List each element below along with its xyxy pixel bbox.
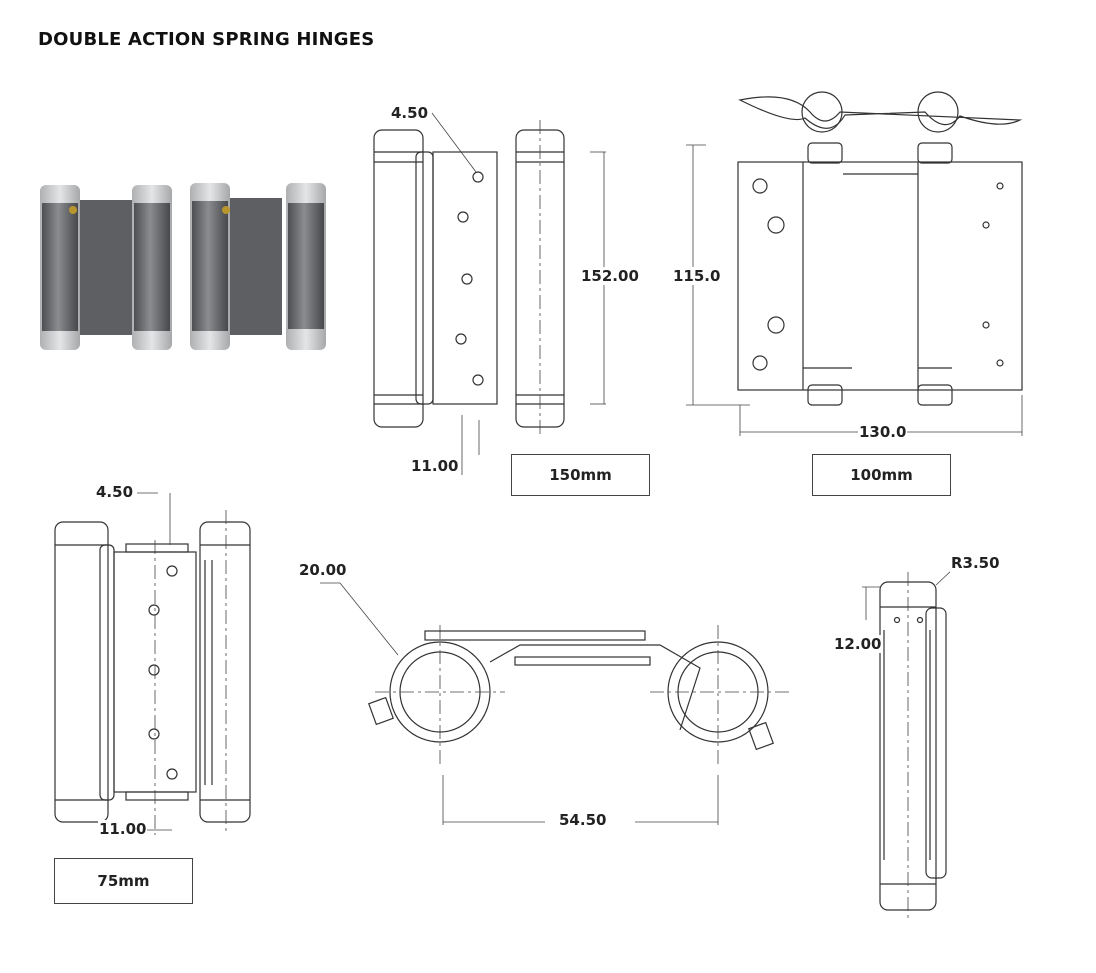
cap-label: 12.00 [833,635,883,653]
page-title: DOUBLE ACTION SPRING HINGES [38,29,375,50]
height-150-label: 152.00 [580,267,640,285]
size-label-75: 75mm [54,858,193,904]
size-label-100: 100mm [812,454,951,496]
radius-label: R3.50 [950,554,1001,572]
offset-75-label: 11.00 [98,820,148,838]
hinge-150-drawing [373,112,606,475]
hole-dia-75-label: 4.50 [95,483,135,501]
hinge-100-drawing [686,91,1023,436]
product-photo [40,183,326,350]
width-100-label: 130.0 [858,423,908,441]
hinge-photo-left [40,185,172,350]
barrel-dia-label: 20.00 [298,561,348,579]
hinge-75-drawing [54,492,251,835]
hole-dia-150-label: 4.50 [390,104,430,122]
offset-150-label: 11.00 [410,457,460,475]
centers-label: 54.50 [558,811,608,829]
size-label-150: 150mm [511,454,650,496]
hinge-photo-right [190,183,326,350]
side-view-drawing [862,569,953,920]
height-100-label: 115.0 [672,267,722,285]
top-view-drawing [320,582,790,825]
